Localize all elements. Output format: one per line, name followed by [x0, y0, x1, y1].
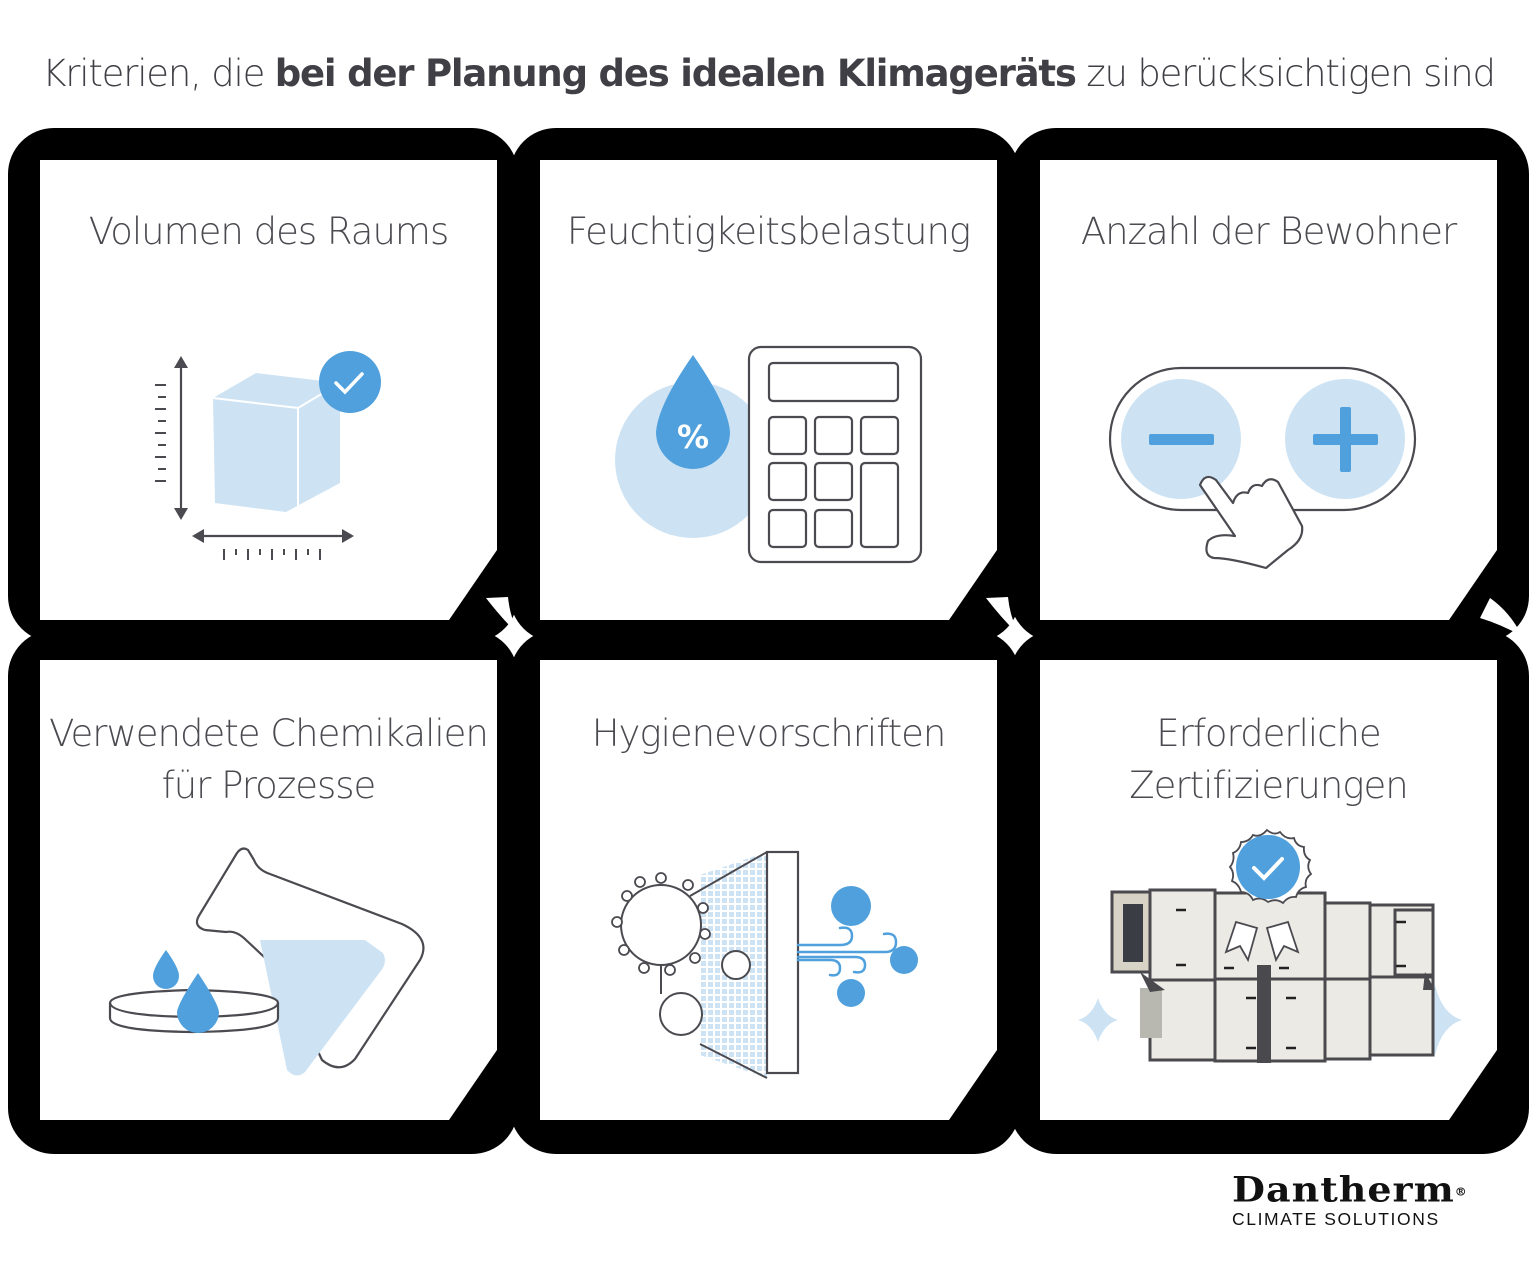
virus-filter-airflow-icon — [611, 850, 918, 1079]
certified-air-handling-unit-icon — [1078, 828, 1462, 1063]
card-room-volume: Volumen des Raums — [40, 160, 497, 620]
registered-mark: ® — [1454, 1185, 1468, 1199]
page-headline: Kriterien, die bei der Planung des ideal… — [0, 52, 1537, 95]
dantherm-logo: Dantherm® CLIMATE SOLUTIONS — [1232, 1172, 1497, 1228]
card-title: Feuchtigkeitsbelastung — [566, 210, 971, 253]
card-chemicals-for-processes: Verwendete Chemikalien für Prozesse — [40, 660, 497, 1120]
card-title: Hygienevorschriften — [591, 712, 947, 755]
cube-volume-check-icon — [155, 351, 381, 560]
card-title-line2: für Prozesse — [161, 764, 377, 807]
card-title-line1: Erforderliche — [1156, 712, 1381, 755]
logo-wordmark: Dantherm® — [1232, 1169, 1468, 1210]
humidity-calculator-icon: % — [615, 345, 923, 564]
headline-prefix: Kriterien, die — [42, 52, 275, 95]
card-required-certifications: Erforderliche Zertifizierungen — [1040, 660, 1497, 1120]
minus-plus-hand-icon — [1108, 366, 1417, 570]
headline-bold: bei der Planung des idealen Klimageräts — [274, 52, 1077, 95]
card-number-of-occupants: Anzahl der Bewohner — [1040, 160, 1497, 620]
card-title: Anzahl der Bewohner — [1080, 210, 1457, 253]
card-title-line2: Zertifizierungen — [1129, 764, 1408, 807]
card-humidity-load: Feuchtigkeitsbelastung % — [540, 160, 997, 620]
headline-suffix: zu berücksichtigen sind — [1075, 52, 1496, 95]
logo-tagline: CLIMATE SOLUTIONS — [1232, 1209, 1440, 1229]
card-hygiene-regulations: Hygienevorschriften — [540, 660, 997, 1120]
svg-text:%: % — [677, 418, 709, 456]
card-title: Volumen des Raums — [88, 210, 449, 253]
chemical-flask-drops-icon — [108, 847, 425, 1076]
card-title-line1: Verwendete Chemikalien — [49, 712, 489, 755]
